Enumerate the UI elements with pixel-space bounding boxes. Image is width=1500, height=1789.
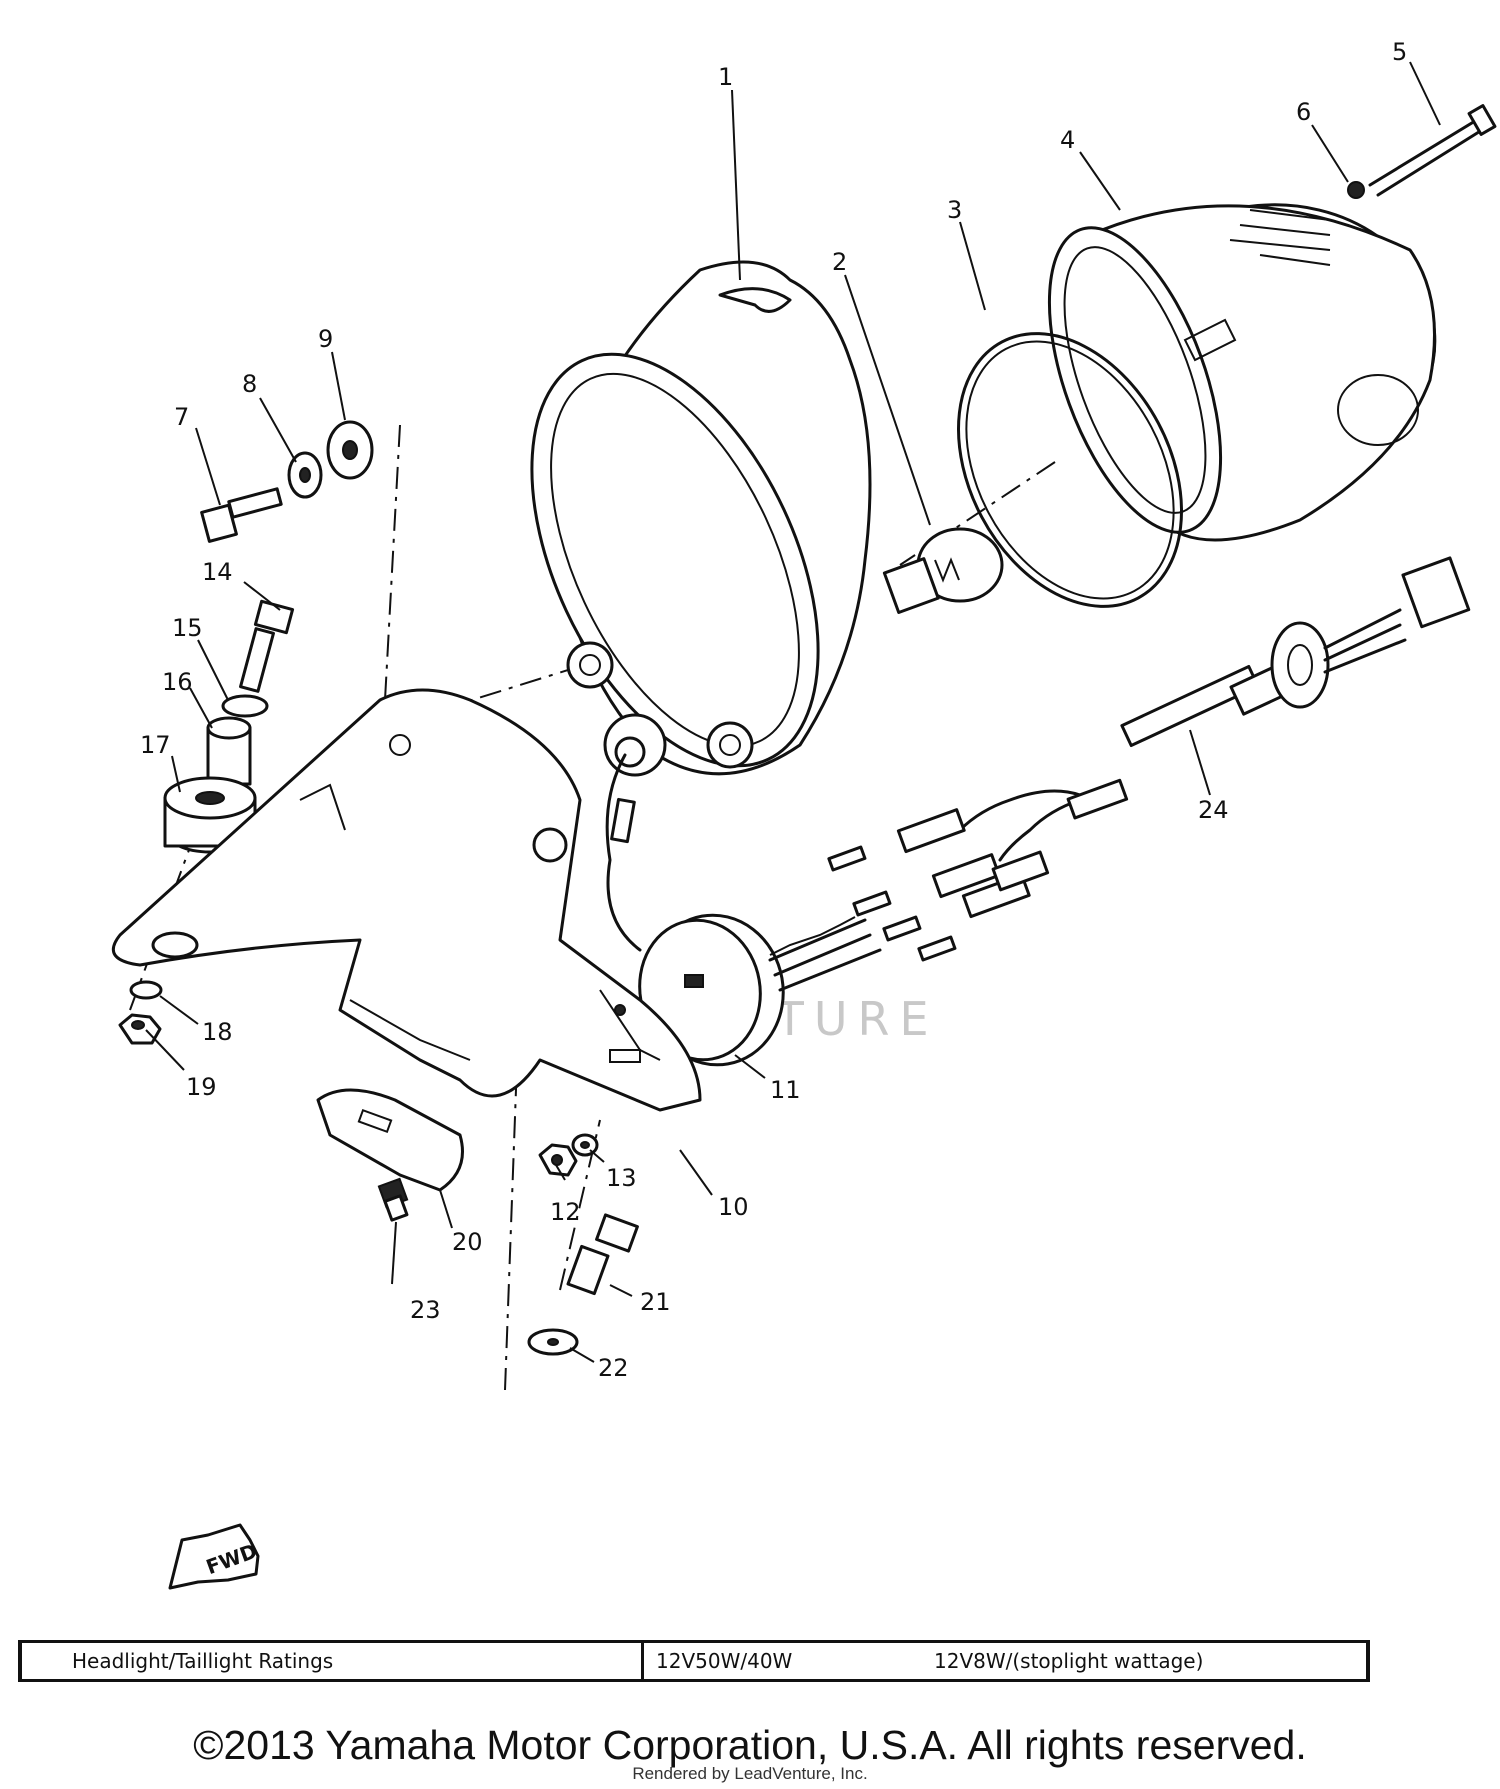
hex-nut	[538, 1143, 578, 1177]
callout-number: 22	[598, 1354, 629, 1382]
flat-washer	[287, 451, 323, 499]
callout-number: 2	[832, 248, 847, 276]
lens-screw	[1368, 104, 1497, 197]
callout-number: 19	[186, 1073, 217, 1101]
small-nut	[118, 1013, 162, 1045]
wire-harness	[896, 556, 1471, 919]
license-light-unit	[605, 753, 957, 1067]
collar-washer	[221, 694, 269, 718]
callout-number: 4	[1060, 126, 1075, 154]
rendered-by-credit: Rendered by LeadVenture, Inc.	[632, 1764, 868, 1783]
lamp-base	[530, 260, 872, 777]
lock-washer	[571, 1133, 599, 1157]
callout-number: 8	[242, 370, 257, 398]
side-reflector	[316, 1088, 464, 1192]
mount-bolt	[200, 487, 283, 543]
ratings-headlight-value: 12V50W/40W	[656, 1649, 793, 1673]
callout-number: 14	[202, 558, 233, 586]
fwd-arrow-icon: FWD	[168, 1523, 260, 1590]
taillight-bracket	[111, 688, 702, 1112]
callout-number: 18	[202, 1018, 233, 1046]
rubber-washer	[326, 420, 374, 480]
callout-number: 12	[550, 1198, 581, 1226]
ratings-stoplight-value: 12V8W/(stoplight wattage)	[934, 1649, 1204, 1673]
bulb-ratings-table: Headlight/Taillight Ratings 12V50W/40W 1…	[18, 1640, 1370, 1682]
callout-number: 1	[718, 63, 733, 91]
callout-leaders	[145, 61, 1441, 1363]
callout-number: 11	[770, 1076, 801, 1104]
callout-numbers: 1 2 3 4 5 6 7 8 9 10 11 12 13 14 15 16 1…	[140, 38, 1407, 1382]
reflector-screw	[377, 1177, 409, 1222]
bolt-washer	[527, 1328, 579, 1356]
callout-number: 15	[172, 614, 203, 642]
screw-washer	[1347, 181, 1365, 199]
callout-number: 3	[947, 196, 962, 224]
spacer-collar	[206, 716, 252, 786]
callout-number: 7	[174, 403, 189, 431]
small-washer	[129, 980, 163, 1000]
copyright-notice: ©2013 Yamaha Motor Corporation, U.S.A. A…	[193, 1722, 1307, 1768]
mount-bolt-vertical	[239, 599, 295, 693]
callout-number: 13	[606, 1164, 637, 1192]
bulb	[882, 527, 1004, 615]
callout-number: 9	[318, 325, 333, 353]
callout-number: 23	[410, 1296, 441, 1324]
callout-number: 17	[140, 731, 171, 759]
callout-number: 24	[1198, 796, 1229, 824]
shoulder-bolt	[566, 1213, 639, 1296]
ratings-label: Headlight/Taillight Ratings	[22, 1643, 644, 1679]
taillight-lens-housing	[1047, 203, 1437, 542]
callout-number: 16	[162, 668, 193, 696]
callout-number: 10	[718, 1193, 749, 1221]
callout-number: 6	[1296, 98, 1311, 126]
exploded-parts-diagram: LEADVENTURE	[111, 38, 1497, 1590]
callout-number: 21	[640, 1288, 671, 1316]
lens-gasket	[957, 332, 1183, 608]
callout-number: 5	[1392, 38, 1407, 66]
callout-number: 20	[452, 1228, 483, 1256]
